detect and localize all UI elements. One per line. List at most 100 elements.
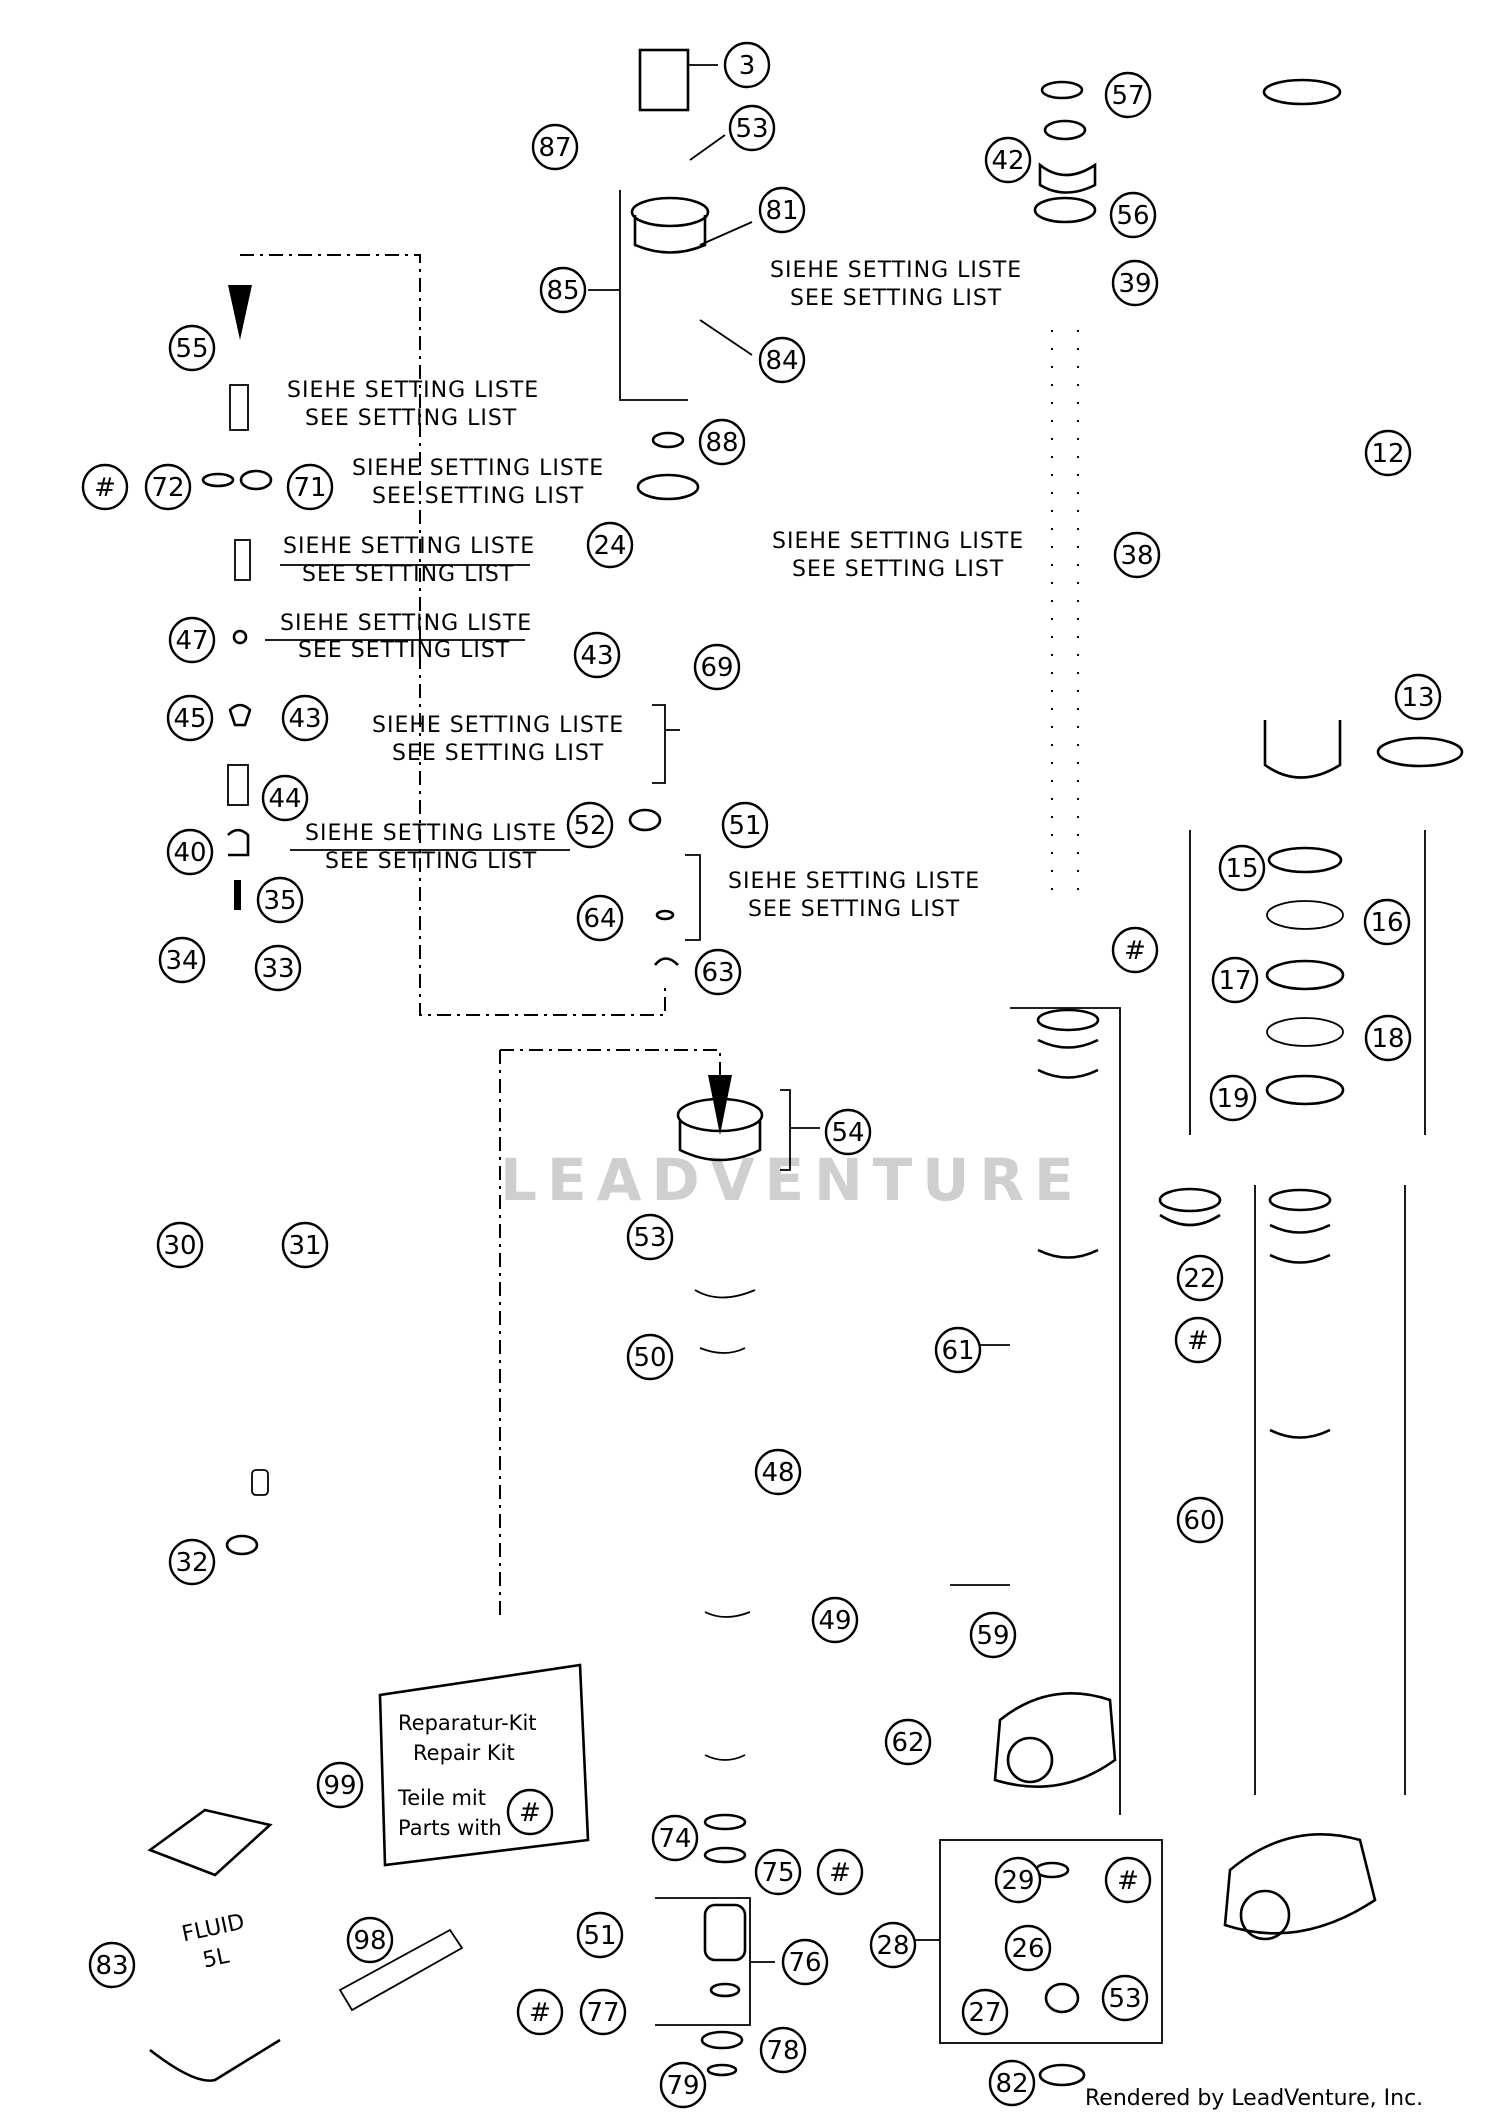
svg-text:31: 31 [288, 1231, 321, 1261]
svg-text:SIEHE SETTING LISTE: SIEHE SETTING LISTE [772, 529, 1024, 554]
svg-text:45: 45 [173, 704, 206, 734]
svg-text:59: 59 [976, 1621, 1009, 1651]
callout-26: 26 [1004, 1924, 1052, 1972]
callout-54: 54 [824, 1108, 872, 1156]
svg-text:49: 49 [818, 1606, 851, 1636]
callout-30: 30 [156, 1221, 204, 1269]
callout-15: 15 [1218, 844, 1266, 892]
svg-text:17: 17 [1218, 966, 1251, 996]
svg-text:SIEHE SETTING LISTE: SIEHE SETTING LISTE [372, 713, 624, 738]
callout-55: 55 [168, 324, 216, 372]
svg-text:SIEHE SETTING LISTE: SIEHE SETTING LISTE [770, 258, 1022, 283]
callout-51: 51 [721, 801, 769, 849]
callout-53: 53 [1101, 1974, 1149, 2022]
svg-text:71: 71 [293, 473, 326, 503]
leader-lines [265, 64, 1426, 2044]
svg-text:24: 24 [593, 531, 626, 561]
svg-text:28: 28 [876, 1931, 909, 1961]
svg-text:SEE SETTING LIST: SEE SETTING LIST [748, 897, 960, 922]
svg-text:84: 84 [765, 346, 798, 376]
dashed-guides [228, 254, 732, 1620]
callout-19: 19 [1209, 1074, 1257, 1122]
callout-99: 99 [316, 1761, 364, 1809]
svg-text:82: 82 [995, 2069, 1028, 2099]
svg-text:53: 53 [735, 114, 768, 144]
callout-18: 18 [1364, 1014, 1412, 1062]
callout-60: 60 [1176, 1496, 1224, 1544]
svg-text:22: 22 [1183, 1264, 1216, 1294]
callout-24: 24 [586, 521, 634, 569]
svg-text:81: 81 [765, 196, 798, 226]
svg-text:SEE SETTING LIST: SEE SETTING LIST [305, 406, 517, 431]
callout-hash: # [506, 1788, 554, 1836]
svg-text:SIEHE SETTING LISTE: SIEHE SETTING LISTE [305, 821, 557, 846]
svg-text:79: 79 [666, 2071, 699, 2101]
callout-17: 17 [1211, 956, 1259, 1004]
callout-45: 45 [166, 694, 214, 742]
svg-text:35: 35 [263, 886, 296, 916]
callout-82: 82 [988, 2059, 1036, 2107]
callout-hash: # [1111, 926, 1159, 974]
callout-22: 22 [1176, 1254, 1224, 1302]
parts [147, 48, 1464, 2087]
callout-87: 87 [531, 123, 579, 171]
svg-text:88: 88 [705, 428, 738, 458]
callout-44: 44 [261, 774, 309, 822]
callout-76: 76 [781, 1938, 829, 1986]
svg-text:#: # [829, 1858, 851, 1888]
svg-text:#: # [1117, 1866, 1139, 1896]
svg-text:#: # [1124, 936, 1146, 966]
svg-text:30: 30 [163, 1231, 196, 1261]
svg-text:34: 34 [165, 946, 198, 976]
callout-63: 63 [694, 948, 742, 996]
callout-49: 49 [811, 1596, 859, 1644]
svg-text:43: 43 [288, 704, 321, 734]
svg-text:75: 75 [761, 1858, 794, 1888]
callout-43: 43 [573, 631, 621, 679]
callout-74: 74 [651, 1814, 699, 1862]
callout-84: 84 [758, 336, 806, 384]
svg-text:5L: 5L [201, 1943, 233, 1973]
svg-text:3: 3 [739, 51, 756, 81]
svg-text:Teile mit: Teile mit [397, 1786, 486, 1810]
svg-text:69: 69 [700, 653, 733, 683]
callout-64: 64 [576, 894, 624, 942]
fluid-label: FLUID 5L [180, 1910, 247, 1974]
svg-text:19: 19 [1216, 1084, 1249, 1114]
svg-text:43: 43 [580, 641, 613, 671]
svg-text:SIEHE SETTING LISTE: SIEHE SETTING LISTE [280, 611, 532, 636]
svg-text:38: 38 [1120, 541, 1153, 571]
svg-text:SIEHE SETTING LISTE: SIEHE SETTING LISTE [287, 378, 539, 403]
callout-3: 3 [723, 41, 771, 89]
svg-text:#: # [519, 1798, 541, 1828]
svg-text:44: 44 [268, 784, 301, 814]
svg-text:50: 50 [633, 1343, 666, 1373]
svg-text:Repair Kit: Repair Kit [413, 1741, 515, 1765]
svg-text:47: 47 [175, 626, 208, 656]
callout-88: 88 [698, 418, 746, 466]
svg-text:55: 55 [175, 334, 208, 364]
svg-text:63: 63 [701, 958, 734, 988]
svg-text:42: 42 [991, 146, 1024, 176]
svg-text:98: 98 [353, 1926, 386, 1956]
svg-text:51: 51 [583, 1921, 616, 1951]
svg-text:SEE SETTING LIST: SEE SETTING LIST [325, 849, 537, 874]
svg-text:53: 53 [1108, 1984, 1141, 2014]
svg-text:32: 32 [175, 1548, 208, 1578]
callout-32: 32 [168, 1538, 216, 1586]
svg-text:87: 87 [538, 133, 571, 163]
callout-72: 72 [144, 463, 192, 511]
callout-98: 98 [346, 1916, 394, 1964]
callout-hash: # [1104, 1856, 1152, 1904]
svg-text:SIEHE SETTING LISTE: SIEHE SETTING LISTE [352, 456, 604, 481]
svg-text:SEE SETTING LIST: SEE SETTING LIST [392, 741, 604, 766]
svg-text:54: 54 [831, 1118, 864, 1148]
svg-text:#: # [529, 1998, 551, 2028]
callout-39: 39 [1111, 259, 1159, 307]
callout-77: 77 [579, 1988, 627, 2036]
svg-text:51: 51 [728, 811, 761, 841]
callout-hash: # [1174, 1316, 1222, 1364]
